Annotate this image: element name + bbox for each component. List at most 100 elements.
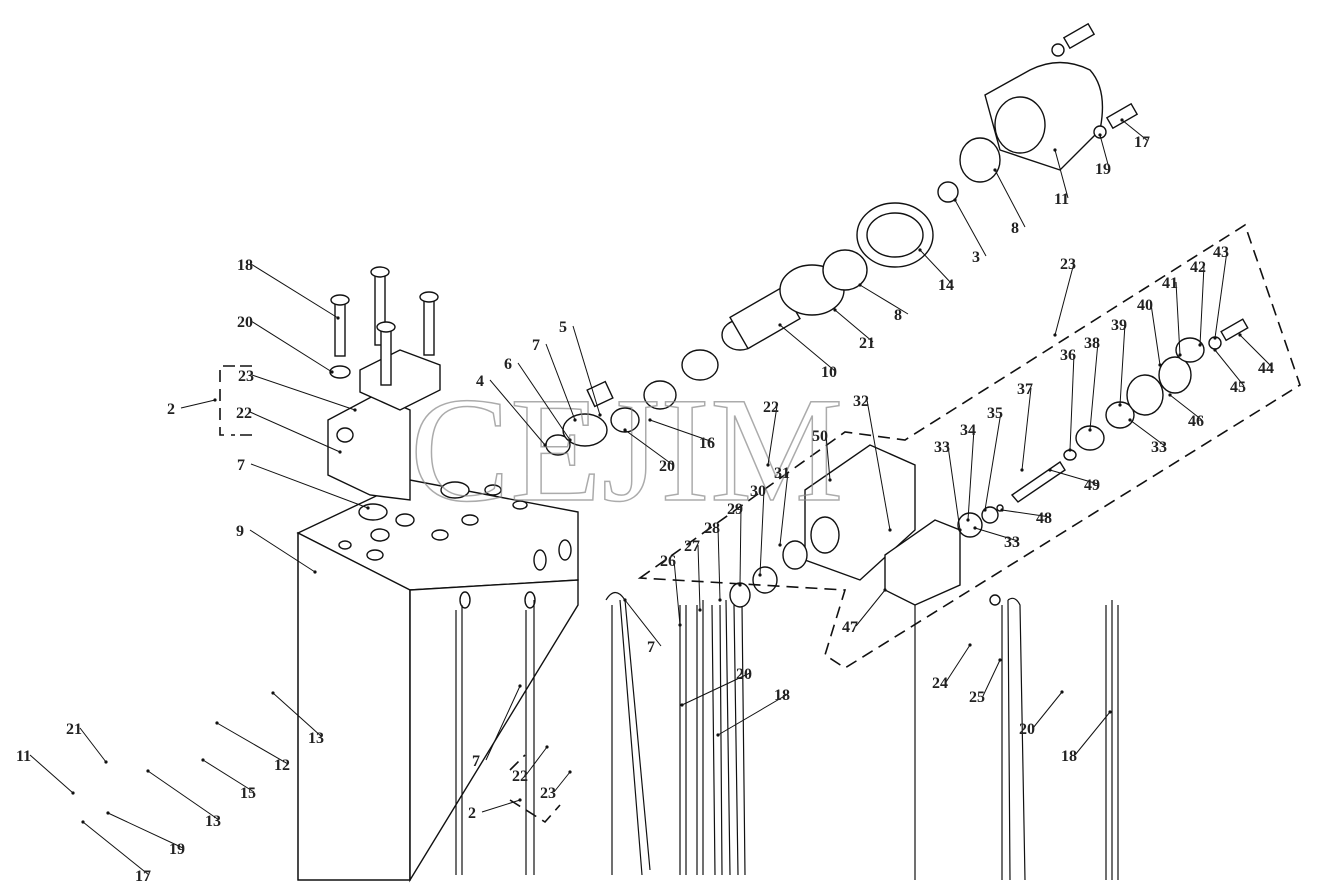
- leader-dot: [106, 811, 110, 815]
- leader-line: [216, 722, 289, 765]
- part-number-label: 7: [472, 753, 480, 770]
- part-number-label: 16: [699, 435, 715, 452]
- leader-line: [649, 419, 714, 443]
- leader-dot: [918, 248, 922, 252]
- part-number-label: 24: [932, 675, 948, 692]
- leader-dot: [313, 570, 317, 574]
- leader-dot: [718, 598, 722, 602]
- leader-dot: [1068, 448, 1072, 452]
- part-number-label: 15: [240, 785, 256, 802]
- part-number-label: 8: [1011, 220, 1019, 237]
- leader-dot: [828, 478, 832, 482]
- relief-valve-assembly: [729, 318, 1249, 608]
- leader-line: [1099, 134, 1110, 169]
- part-number-label: 11: [16, 748, 31, 765]
- leader-dot: [983, 508, 987, 512]
- part-number-label: 46: [1188, 413, 1204, 430]
- leader-dot: [215, 721, 219, 725]
- part-number-label: 33: [1004, 534, 1020, 551]
- part-number-label: 33: [934, 439, 950, 456]
- leader-line: [919, 249, 953, 285]
- part-number-label: 22: [512, 768, 528, 785]
- part-number-label: 20: [659, 458, 675, 475]
- leader-dot: [1118, 403, 1122, 407]
- part-number-label: 3: [972, 249, 980, 266]
- part-number-label: 7: [237, 457, 245, 474]
- leader-line: [945, 644, 971, 683]
- leader-dot: [81, 820, 85, 824]
- leader-line: [180, 399, 216, 409]
- leader-dot: [518, 798, 522, 802]
- leader-line: [697, 544, 701, 611]
- part-number-label: 17: [1134, 134, 1150, 151]
- part-number-label: 20: [1019, 721, 1035, 738]
- leader-dot: [71, 791, 75, 795]
- leader-dot: [1053, 148, 1057, 152]
- leader-line: [855, 589, 886, 627]
- part-number-label: 39: [1111, 317, 1127, 334]
- part-number-label: 18: [1061, 748, 1077, 765]
- leader-dot: [648, 418, 652, 422]
- leader-line: [1239, 334, 1273, 368]
- leader-dot: [1238, 333, 1242, 337]
- part-number-label: 44: [1258, 360, 1274, 377]
- part-number-label: 27: [684, 538, 700, 555]
- leader-dot: [518, 684, 522, 688]
- leader-dot: [778, 323, 782, 327]
- leader-dot: [543, 443, 547, 447]
- part-number-label: 7: [532, 337, 540, 354]
- leader-dot: [1168, 393, 1172, 397]
- part-number-label: 9: [236, 523, 244, 540]
- leader-dot: [883, 588, 887, 592]
- leader-line: [250, 263, 339, 319]
- leader-dot: [888, 528, 892, 532]
- part-number-label: 45: [1230, 379, 1246, 396]
- part-number-label: 29: [727, 501, 743, 518]
- leader-dot: [271, 691, 275, 695]
- leader-line: [825, 434, 831, 481]
- part-number-label: 49: [1084, 477, 1100, 494]
- group-2-bracket-bottom: [509, 754, 561, 824]
- leader-line: [1129, 419, 1166, 447]
- leader-line: [859, 284, 909, 315]
- leader-dot: [568, 770, 572, 774]
- part-number-label: 7: [647, 639, 655, 656]
- leader-line: [1214, 349, 1245, 387]
- leader-dot: [104, 760, 108, 764]
- leader-line: [1199, 265, 1205, 346]
- leader-line: [974, 527, 1019, 542]
- part-number-label: 10: [821, 364, 837, 381]
- part-number-label: 35: [987, 405, 1003, 422]
- leader-line: [967, 428, 975, 521]
- leader-line: [79, 727, 107, 763]
- part-number-label: 23: [540, 785, 556, 802]
- leader-line: [681, 672, 751, 706]
- leader-line: [1054, 149, 1069, 199]
- leader-dot: [833, 308, 837, 312]
- part-number-label: 18: [237, 257, 253, 274]
- group-2-bracket-top: [219, 365, 255, 436]
- leader-dot: [1120, 118, 1124, 122]
- part-number-label: 38: [1084, 335, 1100, 352]
- leader-line: [1150, 303, 1161, 366]
- leader-line: [1074, 711, 1111, 756]
- part-number-label: 18: [774, 687, 790, 704]
- leader-line: [251, 374, 356, 411]
- leader-line: [545, 343, 576, 421]
- part-number-label: 25: [969, 689, 985, 706]
- group-23-boundary: [637, 223, 1301, 669]
- leader-dot: [146, 769, 150, 773]
- leader-line: [250, 320, 333, 373]
- leader-dot: [678, 623, 682, 627]
- leader-dot: [1178, 353, 1182, 357]
- leader-line: [249, 411, 341, 453]
- leader-dot: [1000, 508, 1004, 512]
- leader-dot: [1213, 336, 1217, 340]
- part-number-label: 19: [169, 841, 185, 858]
- leader-dot: [958, 528, 962, 532]
- leader-line: [517, 362, 571, 441]
- part-number-label: 4: [476, 373, 484, 390]
- part-number-label: 47: [842, 619, 858, 636]
- leader-dot: [966, 518, 970, 522]
- leader-line: [1214, 250, 1228, 339]
